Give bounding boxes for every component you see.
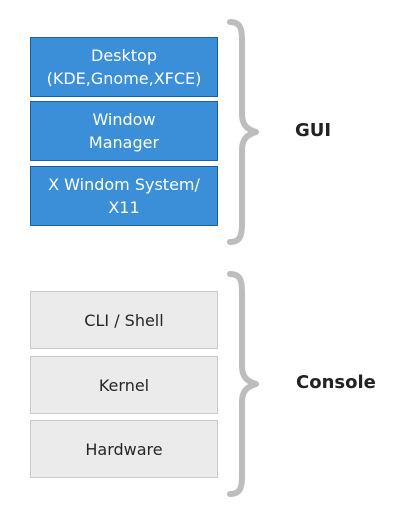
gui-brace xyxy=(227,19,259,245)
layer-cli-shell: CLI / Shell xyxy=(30,291,218,349)
layer-x-window-system: X Windom System/ X11 xyxy=(30,166,218,226)
console-label: Console xyxy=(296,372,376,393)
console-brace xyxy=(227,271,259,497)
layer-desktop: Desktop (KDE,Gnome,XFCE) xyxy=(30,37,218,97)
gui-label: GUI xyxy=(295,120,332,141)
layer-hardware: Hardware xyxy=(30,420,218,478)
layer-kernel: Kernel xyxy=(30,356,218,414)
layer-window-manager: Window Manager xyxy=(30,101,218,161)
